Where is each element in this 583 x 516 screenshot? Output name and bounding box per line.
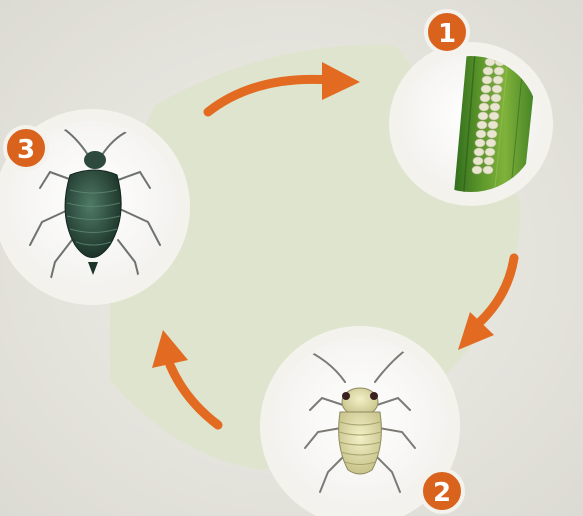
stage-3-number: 3 (17, 135, 35, 165)
stage-3-badge: 3 (5, 127, 47, 169)
stage-2-badge: 2 (421, 470, 463, 512)
stage-1-badge: 1 (426, 11, 468, 53)
stage-3: 3 (0, 109, 190, 305)
stage-1-number: 1 (438, 19, 456, 49)
stage-2-number: 2 (433, 478, 451, 508)
